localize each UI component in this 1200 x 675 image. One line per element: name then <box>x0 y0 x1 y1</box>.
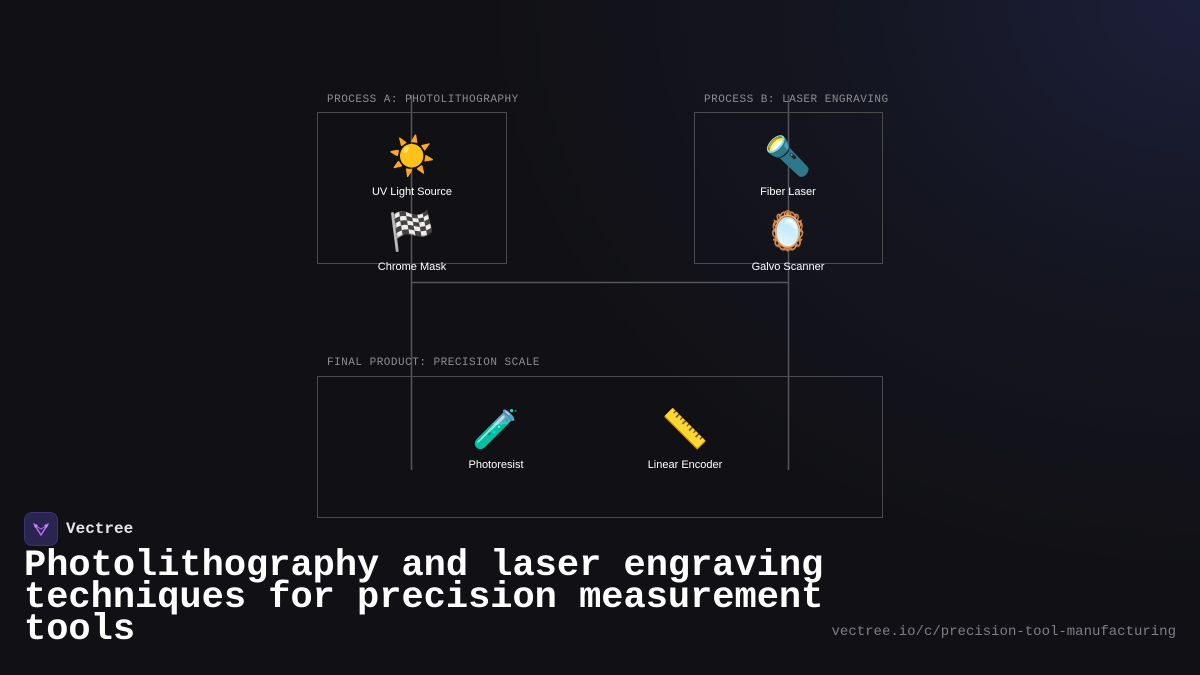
brand-name: Vectree <box>66 520 134 538</box>
node-label: Chrome Mask <box>377 261 447 273</box>
group-label-process-b: PROCESS B: LASER ENGRAVING <box>704 94 889 106</box>
sun-icon: ☀️ <box>388 136 436 178</box>
node-chrome-mask[interactable]: 🏁 Chrome Mask <box>342 209 482 274</box>
node-fiber-laser[interactable]: 🔦 Fiber Laser <box>718 134 858 199</box>
group-process-b <box>694 112 883 264</box>
page-title: Photolithography and laser engraving tec… <box>24 545 824 651</box>
node-label: Galvo Scanner <box>751 261 825 273</box>
checkered-flag-icon: 🏁 <box>388 211 436 253</box>
group-final-product <box>317 376 883 518</box>
ruler-icon: 📏 <box>661 409 709 451</box>
node-galvo-scanner[interactable]: 🪞 Galvo Scanner <box>718 209 858 274</box>
flashlight-icon: 🔦 <box>764 136 812 178</box>
node-linear-encoder[interactable]: 📏 Linear Encoder <box>615 407 755 472</box>
group-label-final-product: FINAL PRODUCT: PRECISION SCALE <box>327 357 541 369</box>
node-label: Fiber Laser <box>760 186 816 198</box>
node-label: Linear Encoder <box>647 459 723 471</box>
group-label-process-a: PROCESS A: PHOTOLITHOGRAPHY <box>327 94 519 106</box>
node-label: UV Light Source <box>371 186 453 198</box>
node-uv-light-source[interactable]: ☀️ UV Light Source <box>342 134 482 199</box>
vectree-logo-icon <box>24 512 58 546</box>
node-label: Photoresist <box>468 459 524 471</box>
brand[interactable]: Vectree <box>24 512 133 546</box>
mirror-icon: 🪞 <box>764 211 812 253</box>
page-url[interactable]: vectree.io/c/precision-tool-manufacturin… <box>831 624 1176 640</box>
group-process-a <box>317 112 507 264</box>
node-photoresist[interactable]: 🧪 Photoresist <box>426 407 566 472</box>
test-tube-icon: 🧪 <box>472 409 520 451</box>
